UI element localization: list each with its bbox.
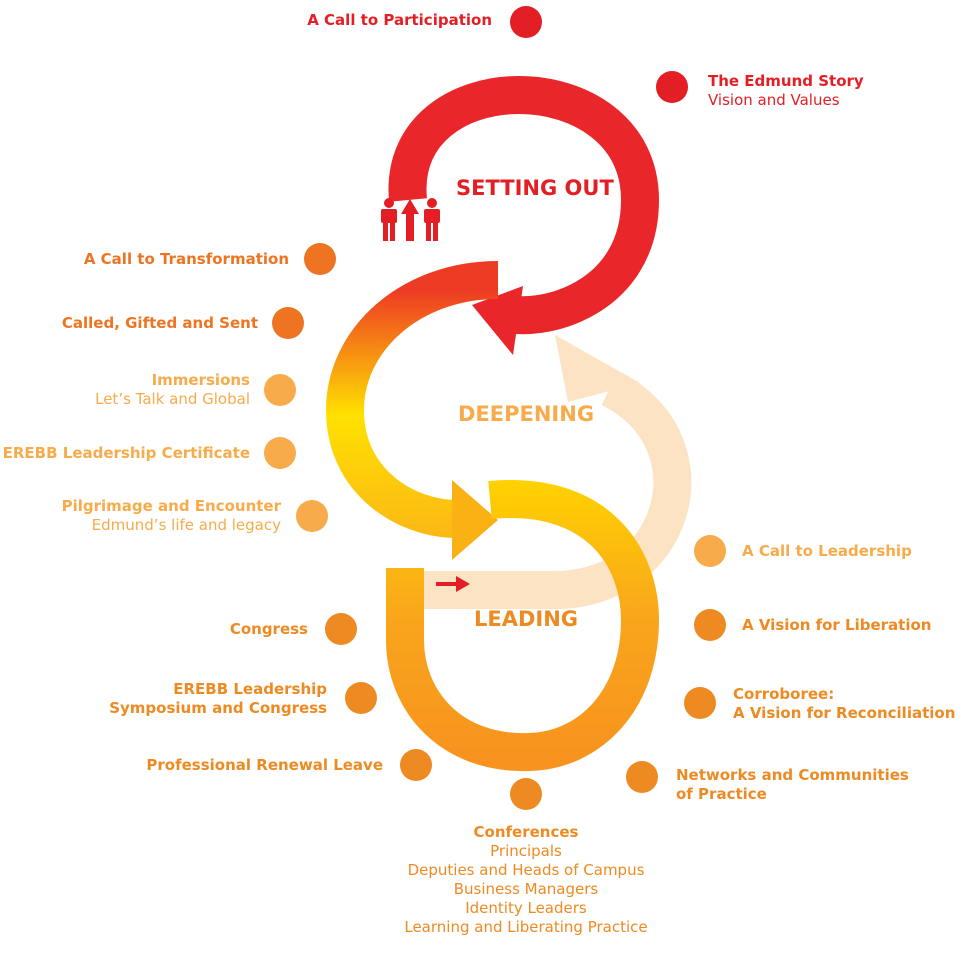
deepening-loop [325,261,499,538]
return-loop [420,370,692,609]
dot-congress [325,613,357,645]
label-pilgrimage: Pilgrimage and Encounter Edmund’s life a… [62,497,281,535]
label-renewal-leave: Professional Renewal Leave [146,756,383,775]
label-renewal-leave-title: Professional Renewal Leave [146,756,383,774]
label-called-gifted-sent: Called, Gifted and Sent [62,314,258,333]
stage-title-deepening: DEEPENING [458,402,595,426]
setting-out-loop [388,76,660,335]
label-edmund-story: The Edmund Story Vision and Values [708,72,864,110]
label-erebb-certificate-title: EREBB Leadership Certificate [2,444,250,462]
label-immersions-sub: Let’s Talk and Global [95,390,250,408]
label-conferences-line-4: Identity Leaders [465,899,587,917]
dot-called-gifted-sent [272,307,304,339]
stage-title-leading: LEADING [474,607,579,631]
leading-loop [386,480,660,772]
return-loop-arrowhead [555,335,640,402]
label-networks: Networks and Communities of Practice [676,766,909,804]
label-conferences: Conferences Principals Deputies and Head… [326,823,726,937]
label-congress: Congress [230,620,308,639]
label-immersions-title: Immersions [151,371,250,389]
dot-renewal-leave [400,749,432,781]
deepening-arrowhead [452,480,498,560]
dot-call-transformation [304,243,336,275]
label-vision-liberation-title: A Vision for Liberation [742,616,932,634]
label-pilgrimage-title: Pilgrimage and Encounter [61,497,281,515]
small-red-arrow [436,576,470,592]
dot-edmund-story [656,71,688,103]
label-call-transformation-title: A Call to Transformation [83,250,289,268]
dot-pilgrimage [296,500,328,532]
dot-immersions [264,374,296,406]
label-called-gifted-sent-title: Called, Gifted and Sent [61,314,258,332]
label-networks-title2: of Practice [676,785,767,803]
dot-call-leadership [694,535,726,567]
stage-title-setting-out: SETTING OUT [456,176,614,200]
label-networks-title: Networks and Communities [676,766,909,784]
label-edmund-story-title: The Edmund Story [708,72,864,90]
label-immersions: Immersions Let’s Talk and Global [95,371,250,409]
label-call-transformation: A Call to Transformation [84,250,289,269]
label-conferences-line-2: Deputies and Heads of Campus [407,861,645,879]
label-corroboree: Corroboree: A Vision for Reconciliation [733,685,955,723]
dot-corroboree [684,687,716,719]
label-vision-liberation: A Vision for Liberation [742,616,931,635]
dot-erebb-symposium [345,682,377,714]
dot-vision-liberation [694,609,726,641]
label-call-leadership: A Call to Leadership [742,542,912,561]
dot-networks [626,761,658,793]
label-edmund-story-sub: Vision and Values [708,91,840,109]
label-conferences-line-5: Learning and Liberating Practice [404,918,648,936]
label-call-leadership-title: A Call to Leadership [742,542,912,560]
label-conferences-title: Conferences [473,823,579,841]
label-pilgrimage-sub: Edmund’s life and legacy [91,516,281,534]
setting-out-arrowhead [472,286,523,355]
label-congress-title: Congress [229,620,308,638]
label-call-participation: A Call to Participation [307,11,492,30]
label-erebb-symposium-title: EREBB Leadership [173,680,327,698]
label-corroboree-title2: A Vision for Reconciliation [733,704,956,722]
label-call-participation-title: A Call to Participation [307,11,492,29]
dot-erebb-certificate [264,437,296,469]
label-erebb-symposium-title2: Symposium and Congress [109,699,327,717]
label-erebb-certificate: EREBB Leadership Certificate [3,444,250,463]
label-erebb-symposium: EREBB Leadership Symposium and Congress [109,680,327,718]
dot-conferences [510,778,542,810]
people-icon [381,198,440,241]
label-conferences-line-3: Business Managers [453,880,599,898]
label-corroboree-title: Corroboree: [733,685,835,703]
dot-call-participation [510,6,542,38]
label-conferences-line-1: Principals [490,842,562,860]
